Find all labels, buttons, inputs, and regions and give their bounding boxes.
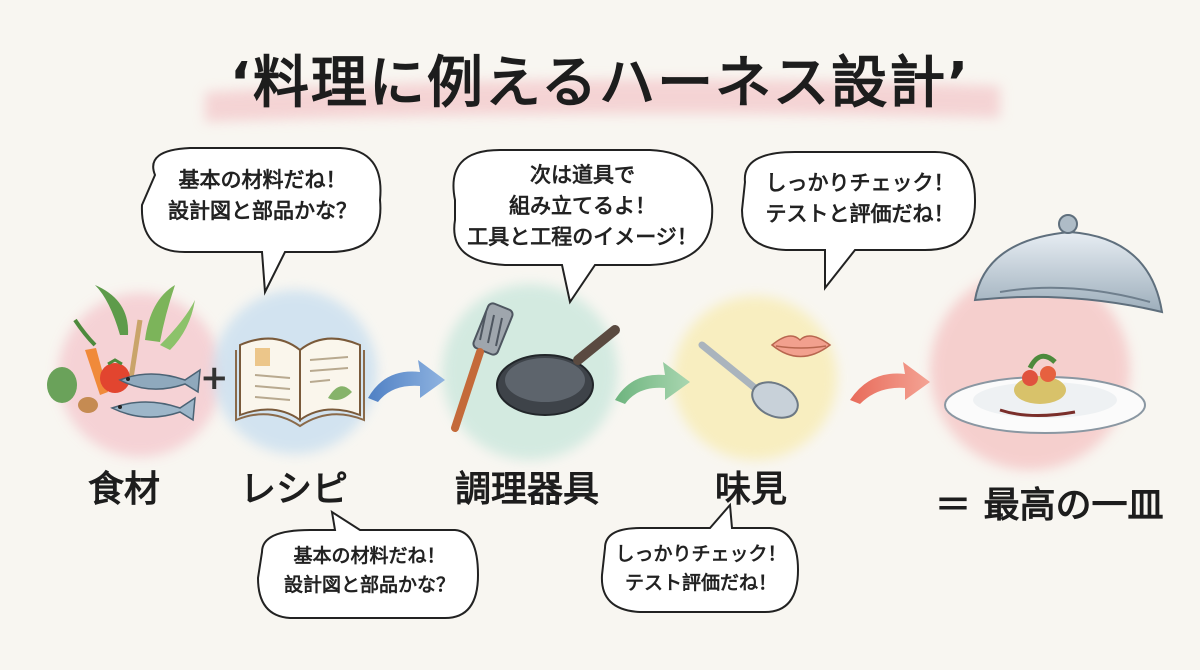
plus-sign: +: [200, 358, 229, 398]
wash-tasting: [673, 296, 837, 460]
bubble-line: 設計図と部品かな？: [168, 199, 357, 223]
cloche-plate-icon: [944, 214, 1164, 434]
bubble-line: 設計図と部品かな？: [283, 574, 455, 596]
step-label-result: ＝ 最高の一皿: [935, 485, 1164, 526]
bubble-line: テスト評価だね！: [624, 572, 777, 594]
arrow-icon: [615, 362, 690, 404]
bubble-line: 工具と工程のイメージ！: [467, 225, 698, 249]
arrow-icon: [368, 360, 445, 402]
vegetables-fish-icon: [47, 285, 201, 422]
bubble-line: 基本の材料だね！: [178, 168, 347, 192]
arrow-icon: [850, 362, 930, 404]
bubble-tasting-top-text: しっかりチェック！ テストと評価だね！: [745, 168, 975, 230]
step-label-tasting: 味見: [715, 469, 788, 510]
open-book-icon: [235, 337, 365, 428]
spatula-pan-icon: [451, 302, 620, 432]
step-label-ingredients: 食材: [88, 469, 161, 510]
title-highlight: [205, 79, 1000, 122]
bubble-tools-top-text: 次は道具で 組み立てるよ！ 工具と工程のイメージ！: [460, 160, 705, 253]
bubble-line: テストと評価だね！: [765, 202, 955, 226]
bubble-line: しっかりチェック！: [765, 171, 955, 195]
bubble-tasting-top: [740, 151, 977, 291]
bubble-line: 組み立てるよ！: [509, 194, 656, 218]
bubble-tasting-bottom-text: しっかりチェック！ テスト評価だね！: [605, 540, 797, 598]
bubble-recipe-bottom: [256, 509, 480, 619]
bubble-recipe-top: [140, 147, 382, 296]
bubble-tools-top: [452, 149, 714, 305]
page-title: ‘料理に例えるハーネス設計’: [229, 51, 971, 116]
bubble-line: 次は道具で: [530, 163, 635, 187]
bubble-recipe-top-text: 基本の材料だね！ 設計図と部品かな？: [150, 165, 375, 227]
step-label-tools: 調理器具: [455, 469, 600, 510]
step-label-recipe: レシピ: [240, 469, 349, 510]
bubble-line: 基本の材料だね！: [293, 545, 446, 567]
spoon-lips-icon: [698, 335, 832, 419]
bubble-line: しっかりチェック！: [615, 543, 787, 565]
bubble-tasting-bottom: [600, 502, 800, 613]
bubble-recipe-bottom-text: 基本の材料だね！ 設計図と部品かな？: [262, 542, 477, 600]
